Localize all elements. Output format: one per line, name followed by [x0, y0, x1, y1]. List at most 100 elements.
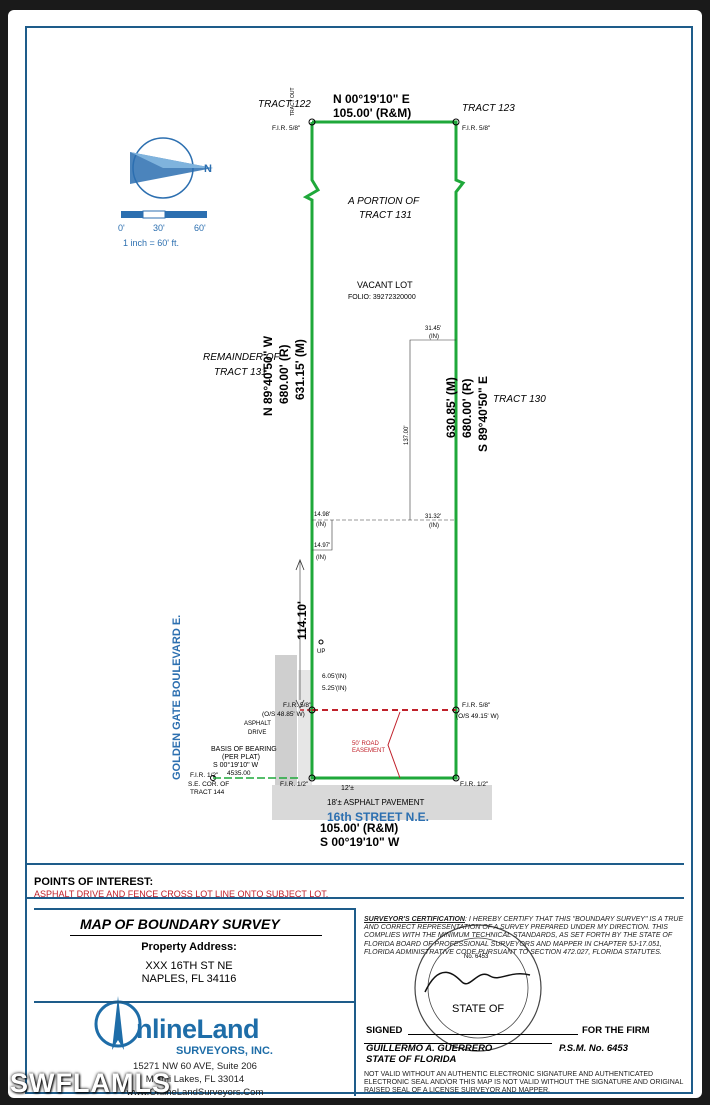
- compass-n-letter: N: [204, 163, 212, 175]
- dim-6-05: 6.05'(IN): [322, 673, 347, 680]
- poi-text: ASPHALT DRIVE AND FENCE CROSS LOT LINE O…: [34, 889, 329, 899]
- north-arrow-icon: N: [130, 137, 213, 199]
- corner-se-marker: [452, 774, 460, 782]
- surveyor-state: STATE OF FLORIDA: [366, 1054, 457, 1065]
- asphalt-drive-label-2: DRIVE: [248, 730, 266, 736]
- basis-label-2: (PER PLAT): [222, 754, 260, 761]
- scale-30: 30': [153, 223, 165, 233]
- scale-bar: 0' 30' 60' 1 inch = 60' ft.: [118, 210, 207, 248]
- tract-123-label: TRACT 123: [462, 103, 515, 114]
- asphalt-drive: [275, 655, 297, 785]
- west-line-bearing: N 89°40'50" W: [261, 335, 275, 416]
- cert-heading: SURVEYOR'S CERTIFICATION: [364, 916, 465, 923]
- fence-hatch: [298, 670, 312, 785]
- company-website: www.OnlineLandSurveyors.Com: [126, 1087, 264, 1098]
- up-label: UP: [317, 649, 325, 655]
- for-firm-label: FOR THE FIRM: [582, 1025, 650, 1036]
- north-line-bearing: N 00°19'10" E: [333, 92, 410, 106]
- fir-w-label: F.I.R. 5/8": [283, 702, 312, 709]
- corner-sw-marker: [308, 774, 316, 782]
- poi-title: POINTS OF INTEREST:: [34, 876, 154, 888]
- fir-e-label: F.I.R. 5/8": [462, 702, 491, 709]
- os-w-label: (O/S 48.85' W): [262, 711, 305, 718]
- dim-31-45-in: (IN): [429, 334, 439, 340]
- scale-caption: 1 inch = 60' ft.: [123, 238, 179, 248]
- validity-notice: NOT VALID WITHOUT AN AUTHENTIC ELECTRONI…: [364, 1071, 684, 1094]
- east-line-record: 680.00' (R): [460, 378, 474, 438]
- cert-body: : I HEREBY CERTIFY THAT THIS "BOUNDARY S…: [364, 916, 684, 956]
- dim-14-97-line: [312, 520, 333, 551]
- signed-label: SIGNED: [366, 1025, 403, 1036]
- survey-drawing: N 0' 30' 60' 1 inch = 60' ft.: [26, 87, 684, 1052]
- dim-31-32-in: (IN): [429, 523, 439, 529]
- fir-ne-label: F.I.R. 5/8": [462, 125, 491, 132]
- seal-number: No. 6453: [464, 954, 489, 960]
- surveyor-name: GUILLERMO A. GUERRERO: [366, 1043, 493, 1054]
- dim-14-98: 14.98': [314, 512, 330, 518]
- property-address-label: Property Address:: [141, 941, 237, 953]
- company-subtitle: SURVEYORS, INC.: [176, 1045, 273, 1057]
- dim-5-25: 5.25'(IN): [322, 685, 347, 692]
- south-line-bearing: S 00°19'10" W: [320, 835, 400, 849]
- dim-14-98-in: (IN): [316, 522, 326, 528]
- corner-nw-marker: [308, 118, 316, 126]
- fir-far-label: F.I.R. 1/2": [190, 772, 219, 779]
- company-block: [34, 1001, 356, 1096]
- east-line-measured: 630.85' (M): [444, 377, 458, 438]
- map-title: MAP OF BOUNDARY SURVEY: [80, 916, 280, 932]
- signature-line: [408, 1034, 578, 1035]
- road-easement-label-2: EASEMENT: [352, 748, 385, 754]
- dim-14-97: 14.97': [314, 543, 330, 549]
- easement-bracket: [387, 711, 401, 779]
- street-label: 16th STREET N.E.: [327, 810, 429, 824]
- dim-14-97-in: (IN): [316, 555, 326, 561]
- basis-label-1: BASIS OF BEARING: [211, 746, 277, 753]
- west-lower-distance: 114.10': [295, 601, 309, 640]
- map-title-underline: [70, 935, 322, 936]
- fir-nw-label: F.I.R. 5/8": [272, 125, 301, 132]
- portion-label-2: TRACT 131: [359, 210, 412, 221]
- sheet-frame: [25, 26, 693, 1094]
- watermark: SWFLAMLS: [10, 1068, 171, 1098]
- title-block: [34, 908, 356, 1001]
- tract-130-label: TRACT 130: [493, 394, 546, 405]
- fir-se-label: F.I.R. 1/2": [460, 781, 489, 788]
- remainder-label-1: REMAINDER OF: [203, 352, 281, 363]
- vacant-lot-label: VACANT LOT: [357, 280, 413, 290]
- utility-pole-icon: [318, 639, 324, 645]
- west-line-record: 680.00' (R): [277, 344, 291, 404]
- dim-137: 137.00': [404, 426, 410, 446]
- dim-31-32: 31.32': [425, 514, 441, 520]
- property-address-line1: XXX 16TH ST NE: [145, 960, 233, 972]
- signature: [424, 971, 531, 993]
- company-address-2: Miami Lakes, FL 33014: [145, 1074, 245, 1085]
- north-line-distance: 105.00' (R&M): [333, 106, 411, 120]
- west-line-measured: 631.15' (M): [293, 339, 307, 400]
- company-address-1: 15271 NW 60 AVE, Suite 206: [133, 1061, 257, 1072]
- folio-label: FOLIO: 39272320000: [348, 294, 416, 301]
- tract-out-label: TRACT OUT: [290, 87, 296, 116]
- company-name: nlineLand: [136, 1014, 260, 1044]
- tract-122-label: TRACT 122: [258, 99, 311, 110]
- psm-number: P.S.M. No. 6453: [559, 1043, 628, 1054]
- fir-sw-label: F.I.R. 1/2": [280, 781, 309, 788]
- seal-state: STATE OF: [452, 1003, 504, 1015]
- pavement-label: 18'± ASPHALT PAVEMENT: [327, 798, 424, 807]
- scale-60: 60': [194, 223, 206, 233]
- survey-sheet: N 0' 30' 60' 1 inch = 60' ft.: [8, 10, 702, 1098]
- surveyor-name-line: [364, 1043, 552, 1044]
- asphalt-width-label: 12'±: [341, 785, 354, 792]
- surveyor-certification: SURVEYOR'S CERTIFICATION: I HEREBY CERTI…: [364, 916, 689, 957]
- se-cor-label-1: S.E. COR. OF: [188, 781, 229, 788]
- surveyor-seal: No. 6453 STATE OF: [414, 924, 542, 1052]
- asphalt-pavement: [272, 785, 492, 820]
- basis-label-4: 4535.00: [227, 770, 251, 777]
- scale-0: 0': [118, 223, 125, 233]
- parcel-boundary: [302, 120, 466, 780]
- corner-ne-marker: [452, 118, 460, 126]
- dim-31-45-line: [409, 339, 456, 520]
- east-line-bearing: S 89°40'50" E: [476, 376, 490, 452]
- asphalt-drive-label-1: ASPHALT: [244, 721, 271, 727]
- road-easement-label-1: 50' ROAD: [352, 741, 379, 747]
- portion-label-1: A PORTION OF: [347, 196, 420, 207]
